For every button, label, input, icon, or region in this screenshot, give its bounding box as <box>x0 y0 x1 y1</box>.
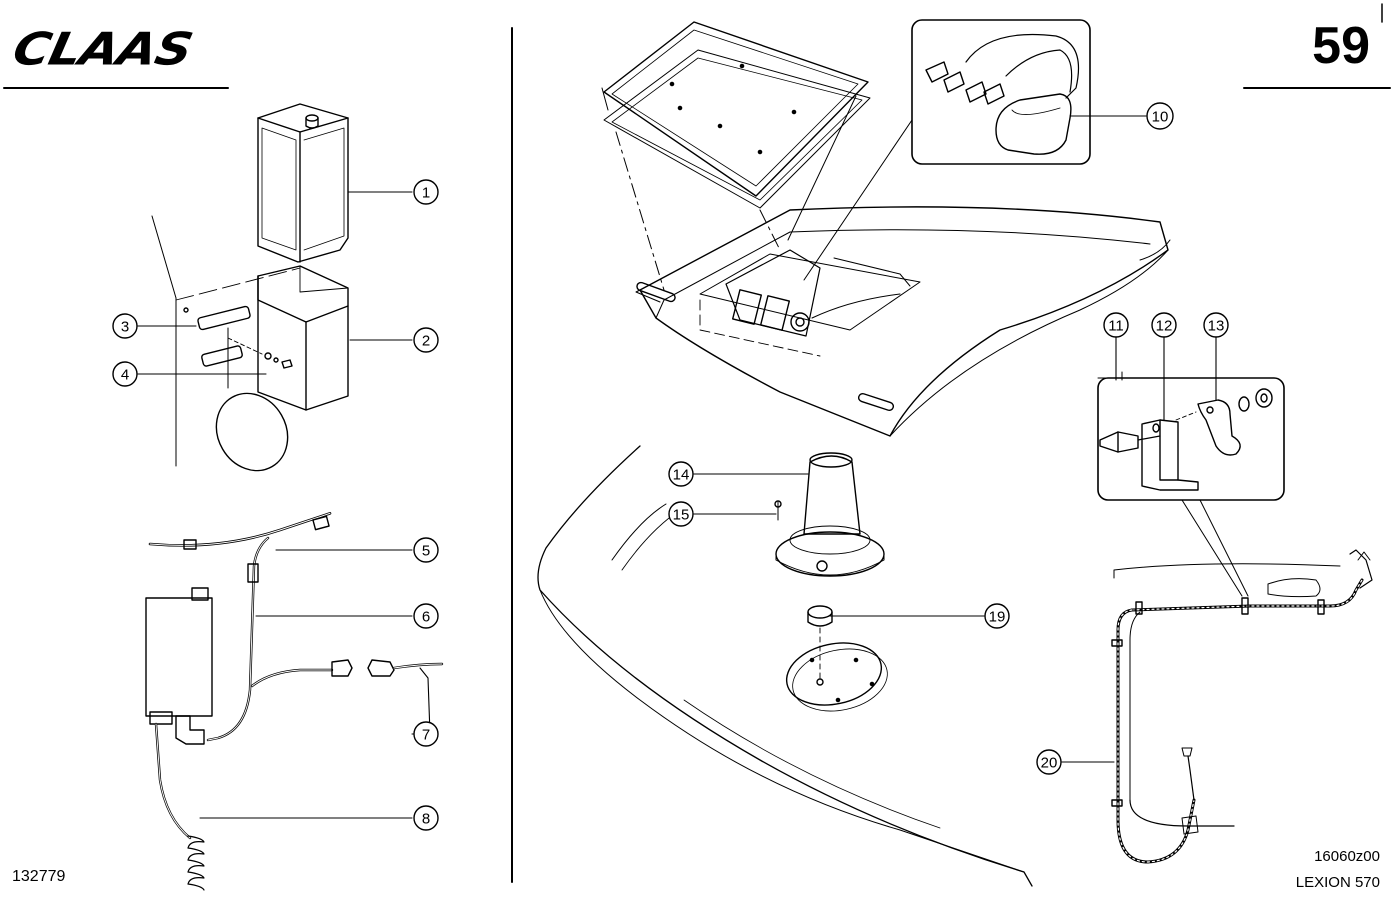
callout-5: 5 <box>413 537 439 563</box>
svg-text:13: 13 <box>1208 318 1225 335</box>
svg-text:6: 6 <box>422 609 430 626</box>
svg-text:11: 11 <box>1108 318 1124 335</box>
frame-lines <box>3 3 1391 883</box>
battery-holder <box>151 215 349 467</box>
callout-7: 7 <box>413 721 439 747</box>
callout-14: 14 <box>668 461 694 487</box>
roof-panel-exploded <box>601 21 871 291</box>
callout-10: 10 <box>1146 102 1174 130</box>
svg-text:8: 8 <box>422 811 430 828</box>
svg-text:2: 2 <box>422 333 430 350</box>
cab-roof <box>635 206 1171 437</box>
leader-lines <box>137 115 1217 819</box>
svg-text:4: 4 <box>121 367 129 384</box>
svg-text:15: 15 <box>673 507 690 524</box>
svg-text:14: 14 <box>673 467 690 484</box>
callout-13: 13 <box>1203 312 1229 338</box>
antenna-mount <box>785 605 888 712</box>
callout-12: 12 <box>1151 312 1177 338</box>
callout-1: 1 <box>413 179 439 205</box>
svg-text:5: 5 <box>422 543 430 560</box>
callout-11: 11 <box>1103 312 1129 338</box>
antenna-base <box>774 452 885 577</box>
svg-text:3: 3 <box>121 319 129 336</box>
antenna-cable <box>1111 549 1373 864</box>
svg-text:7: 7 <box>422 727 430 744</box>
svg-text:19: 19 <box>989 609 1006 626</box>
callout-2: 2 <box>413 327 439 353</box>
voltage-converter <box>145 587 213 745</box>
callout-4: 4 <box>112 361 138 387</box>
callout-15: 15 <box>668 501 694 527</box>
svg-text:1: 1 <box>422 185 430 202</box>
model-name: LEXION 570 <box>1295 874 1380 891</box>
page-number: 59 <box>1312 17 1370 75</box>
cable-harness-left <box>148 512 444 891</box>
radio-inset <box>787 19 1091 281</box>
drawing-code-right: 16060z00 <box>1314 848 1380 865</box>
callout-20: 20 <box>1036 749 1062 775</box>
callout-6: 6 <box>413 603 439 629</box>
callout-3: 3 <box>112 313 138 339</box>
clamp-bracket <box>183 305 293 472</box>
callout-19: 19 <box>984 603 1010 629</box>
drawing-code-left: 132779 <box>12 868 66 885</box>
roof-outline <box>537 445 1033 887</box>
bracket-inset <box>1097 371 1285 597</box>
svg-text:10: 10 <box>1152 109 1169 126</box>
svg-text:12: 12 <box>1156 318 1173 335</box>
battery-unit <box>257 103 349 263</box>
svg-text:20: 20 <box>1041 755 1058 772</box>
callout-8: 8 <box>413 805 439 831</box>
